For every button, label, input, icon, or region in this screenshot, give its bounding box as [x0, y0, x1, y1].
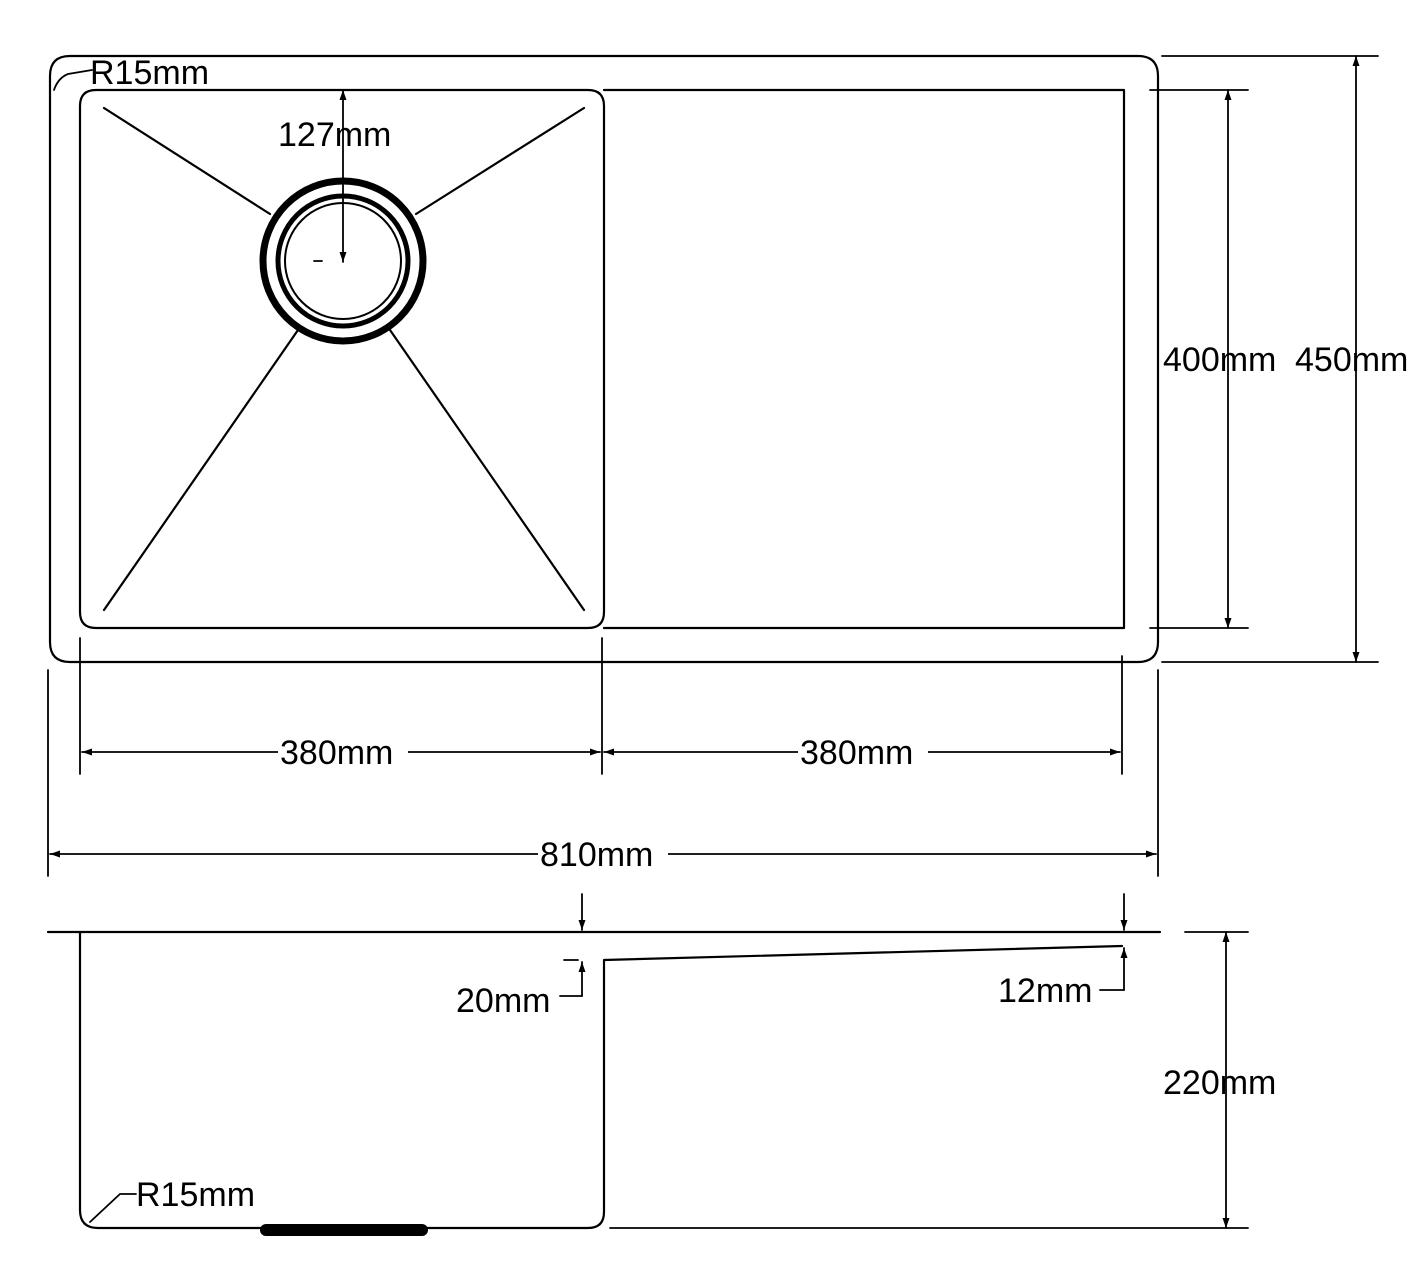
outer-height-label: 450mm: [1295, 341, 1408, 379]
height-dimensions: [1149, 55, 1379, 663]
right-width-label: 380mm: [800, 734, 913, 772]
drain-outlet-icon: [260, 1224, 428, 1236]
bowl-profile: [78, 930, 1124, 1230]
step-depth-label: 20mm: [456, 982, 550, 1020]
top-view: 127mm R15mm 400mm 450mm 380mm: [47, 54, 1408, 877]
side-view: 20mm 12mm 220mm R15mm: [46, 893, 1276, 1236]
outer-rim: [48, 54, 1160, 664]
bowl-crease-lines: [102, 106, 586, 612]
slope-label: 12mm: [998, 972, 1092, 1010]
slope-dimension: [1099, 893, 1128, 991]
drain-offset-label: 127mm: [278, 116, 391, 154]
bottom-radius-label: R15mm: [136, 1176, 255, 1214]
bowl-outline: [78, 88, 606, 630]
step-depth-dimension: [559, 893, 586, 997]
bottom-radius-leader: [89, 1193, 137, 1223]
drainboard-outline: [602, 88, 1126, 630]
bowl-depth-label: 220mm: [1163, 1064, 1276, 1102]
overall-width-label: 810mm: [540, 836, 653, 874]
corner-radius-label: R15mm: [90, 54, 209, 92]
left-width-label: 380mm: [280, 734, 393, 772]
corner-radius-leader: [53, 69, 93, 91]
inner-height-label: 400mm: [1163, 341, 1276, 379]
